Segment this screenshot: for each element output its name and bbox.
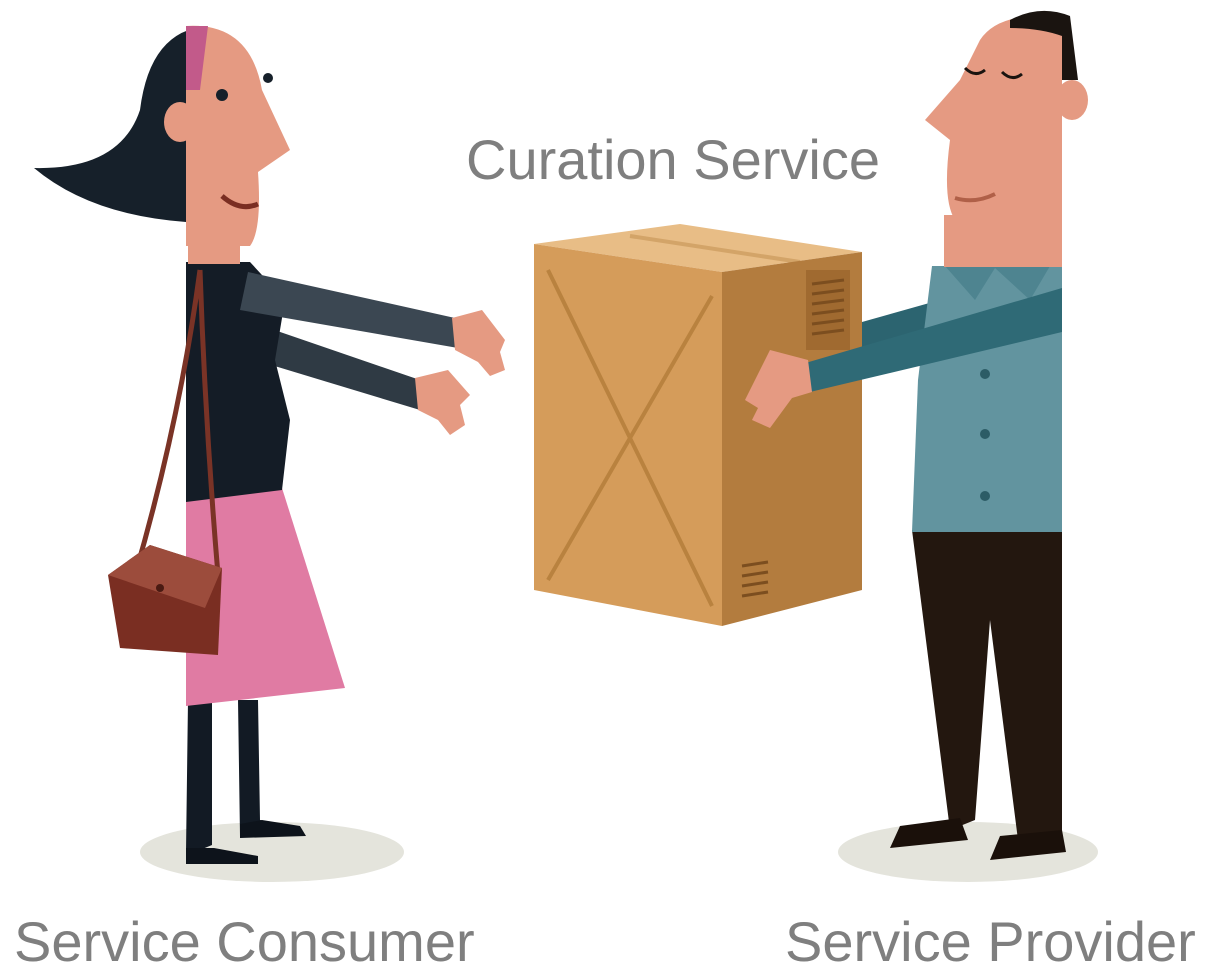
box-cross-mark (546, 269, 714, 607)
box-tape (629, 234, 801, 264)
consumer-sweater (186, 262, 290, 502)
provider-hair (1010, 10, 1078, 81)
consumer-back-hand (415, 370, 470, 435)
provider-pants (912, 530, 1062, 840)
provider-collar (945, 266, 1050, 300)
curation-service-label: Curation Service (466, 128, 880, 191)
service-provider-label: Service Provider (785, 910, 1196, 971)
provider-mouth (954, 192, 996, 203)
provider-front-hand (745, 350, 812, 428)
consumer-face (186, 25, 290, 247)
consumer-front-arm (240, 272, 458, 348)
consumer-skirt (186, 488, 345, 706)
consumer-eye-far (263, 73, 273, 83)
provider-eye-left (963, 66, 986, 75)
provider-face (925, 16, 1062, 220)
consumer-bag-button (156, 584, 164, 592)
provider-back-arm (862, 300, 944, 352)
service-provider-figure (745, 10, 1088, 860)
consumer-eye (216, 89, 228, 101)
box-label-bottom (741, 560, 769, 598)
consumer-hair (34, 26, 208, 222)
box-label-lines (811, 278, 845, 336)
provider-shoes (890, 818, 1066, 860)
consumer-ear (164, 102, 196, 142)
consumer-shoes (186, 820, 306, 864)
service-consumer-label: Service Consumer (14, 910, 475, 971)
consumer-front-hand (452, 310, 505, 376)
provider-front-arm (802, 288, 1062, 392)
consumer-bag-flap (108, 545, 222, 608)
provider-ear (1056, 80, 1088, 120)
consumer-hair-streak (186, 26, 208, 90)
service-consumer-figure (34, 25, 505, 864)
curation-service-box (534, 224, 862, 626)
provider-neck (944, 215, 1062, 267)
provider-shirt-buttons (980, 369, 990, 501)
consumer-bag-strap (132, 269, 221, 576)
provider-eye-right (1000, 70, 1023, 79)
consumer-mouth (220, 194, 260, 210)
consumer-legs (186, 700, 300, 852)
